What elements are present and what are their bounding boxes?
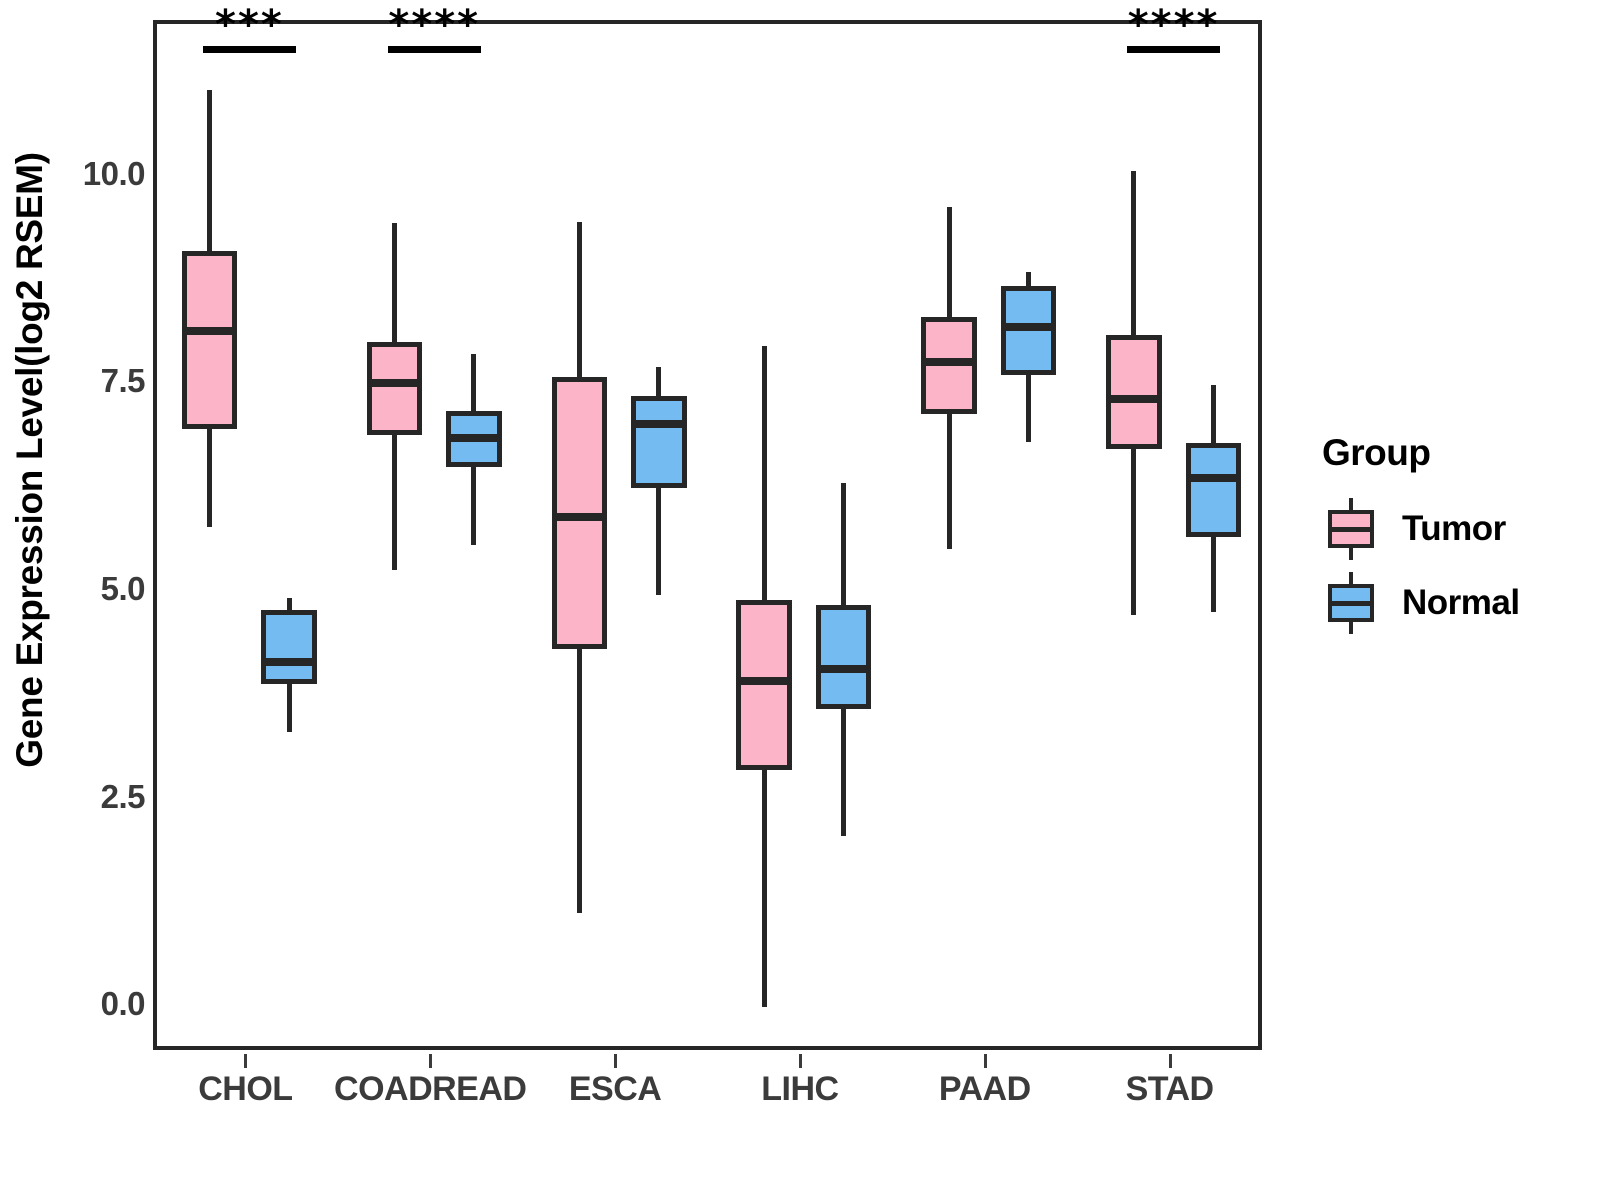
whisker-lower [1131,449,1137,616]
x-tick-mark [614,1054,618,1068]
x-tick-mark [244,1054,248,1068]
y-tick-label: 5.0 [100,569,146,607]
whisker-upper [392,222,397,343]
significance-stars: *** [215,2,284,49]
x-tick-mark [429,1054,433,1068]
median-line [1106,395,1162,404]
median-line [551,512,608,521]
significance-bracket [1127,46,1220,54]
legend-label-tumor: Tumor [1402,509,1506,548]
whisker-lower [1210,536,1216,613]
median-line [1000,323,1057,332]
median-line [446,433,502,442]
median-line [815,664,872,673]
median-line [366,378,423,387]
box-normal-chol[interactable] [261,609,317,685]
whisker-upper [761,346,767,600]
legend-item-normal[interactable]: Normal [1320,566,1580,640]
whisker-upper [471,353,477,412]
x-tick-mark [1168,1054,1172,1068]
plot-area: *********** [157,2,1258,1046]
median-line [1185,474,1242,483]
box-normal-lihc[interactable] [815,605,872,710]
whisker-lower [946,414,952,549]
x-tick-label-stad: STAD [1125,1070,1215,1108]
x-tick-label-lihc: LIHC [761,1070,839,1108]
y-tick-label: 2.5 [100,777,146,815]
median-line [631,420,687,429]
y-tick-label: 0.0 [100,985,146,1023]
legend-label-normal: Normal [1402,583,1520,622]
whisker-lower [1025,375,1031,442]
median-line [921,358,977,367]
x-tick-label-esca: ESCA [568,1070,662,1108]
plot-panel: *********** [153,2,1262,1050]
x-tick-label-chol: CHOL [198,1070,293,1108]
median-line [181,327,238,336]
box-normal-esca[interactable] [631,396,687,489]
significance-stars: **** [1127,2,1220,49]
x-tick-label-coadread: COADREAD [334,1070,527,1108]
legend-key-tumor [1320,498,1382,560]
box-tumor-chol[interactable] [181,250,238,429]
whisker-lower [286,684,292,732]
y-tick-label: 10.0 [82,154,146,192]
whisker-lower [576,649,582,913]
significance-bracket [203,46,296,54]
legend-item-tumor[interactable]: Tumor [1320,492,1580,566]
whisker-upper [576,221,582,378]
significance-stars: **** [388,2,481,49]
box-tumor-stad[interactable] [1106,335,1162,450]
whisker-upper [1210,385,1216,444]
whisker-upper [207,90,213,251]
median-line [736,677,792,686]
whisker-upper [286,597,292,610]
box-tumor-coadread[interactable] [366,342,423,436]
whisker-upper [946,206,952,318]
whisker-upper [1131,171,1137,336]
legend-title: Group [1322,432,1431,473]
whisker-lower [471,466,477,545]
legend-key-normal [1320,572,1382,634]
x-tick-mark [983,1054,987,1068]
whisker-lower [656,488,662,595]
whisker-lower [841,709,847,837]
median-line [261,657,317,666]
y-axis-tick-labels: 0.0 2.5 5.0 7.5 10.0 [60,0,218,1200]
y-axis-title: Gene Expression Level(log2 RSEM) [9,152,50,768]
whisker-upper [841,482,847,606]
whisker-lower [392,435,397,570]
whisker-lower [761,769,767,1007]
whisker-upper [656,367,662,397]
box-normal-stad[interactable] [1185,443,1242,537]
x-tick-mark [798,1054,802,1068]
whisker-lower [207,428,213,527]
legend: Group Tumor Normal [1320,432,1580,640]
x-tick-label-paad: PAAD [938,1070,1031,1108]
y-tick-label: 7.5 [100,362,146,400]
whisker-upper [1025,272,1031,286]
significance-bracket [387,46,481,54]
